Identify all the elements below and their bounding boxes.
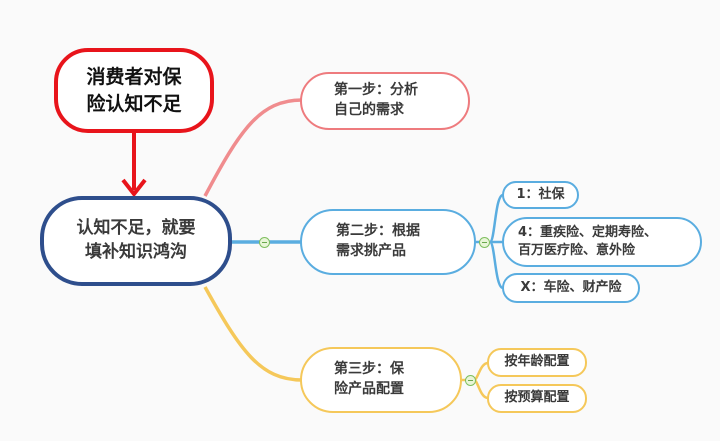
step-2-child-3-label: X：车险、财产险 bbox=[520, 279, 622, 295]
step-2-label: 第二步：根据 需求挑产品 bbox=[336, 223, 420, 259]
collapse-minus-icon[interactable] bbox=[259, 237, 270, 248]
collapse-minus-icon[interactable] bbox=[465, 375, 476, 386]
root-node-label: 认知不足，就要 填补知识鸿沟 bbox=[76, 218, 196, 262]
step-2-child-2-label: 4：重疾险、定期寿险、 百万医疗险、意外险 bbox=[518, 224, 658, 258]
step-3-child-2[interactable]: 按预算配置 bbox=[487, 384, 587, 413]
step-2-child-3[interactable]: X：车险、财产险 bbox=[502, 273, 640, 303]
collapse-minus-icon[interactable] bbox=[479, 237, 490, 248]
problem-node-label: 消费者对保 险认知不足 bbox=[86, 65, 182, 115]
step-3-child-2-label: 按预算配置 bbox=[504, 390, 570, 406]
step-2-child-1[interactable]: 1：社保 bbox=[502, 181, 579, 209]
step-2-node[interactable]: 第二步：根据 需求挑产品 bbox=[300, 209, 476, 275]
root-node[interactable]: 认知不足，就要 填补知识鸿沟 bbox=[40, 196, 232, 286]
step-3-child-1[interactable]: 按年龄配置 bbox=[487, 348, 587, 377]
problem-node[interactable]: 消费者对保 险认知不足 bbox=[54, 48, 214, 133]
step-1-node[interactable]: 第一步：分析 自己的需求 bbox=[300, 72, 470, 130]
step-3-child-1-label: 按年龄配置 bbox=[504, 354, 570, 370]
step-3-label: 第三步：保 险产品配置 bbox=[334, 361, 404, 397]
step-3-node[interactable]: 第三步：保 险产品配置 bbox=[300, 347, 462, 413]
step-2-child-1-label: 1：社保 bbox=[516, 186, 565, 202]
step-1-label: 第一步：分析 自己的需求 bbox=[334, 82, 418, 118]
step-2-child-2[interactable]: 4：重疾险、定期寿险、 百万医疗险、意外险 bbox=[502, 217, 702, 267]
